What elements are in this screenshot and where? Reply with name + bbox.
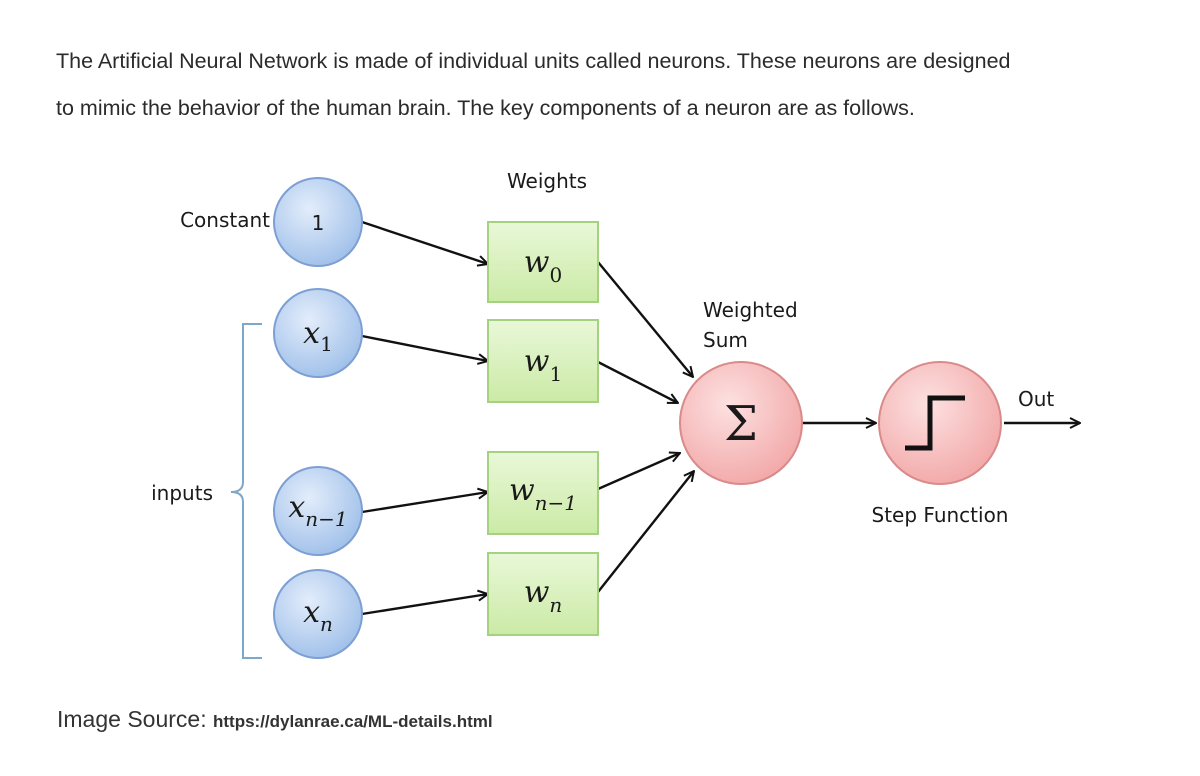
image-source-url[interactable]: https://dylanrae.ca/ML-details.html [212, 712, 493, 731]
arrow-weight-3 [597, 471, 694, 593]
weight-box-wn-minus-1-sub: n−1 [535, 491, 577, 515]
input-node-xn-sub: n [320, 612, 333, 636]
arrow-input-3 [361, 594, 488, 616]
weight-box-w1-sub: 1 [549, 362, 562, 386]
weight-box-wn-var: w [524, 575, 550, 610]
weights-title: Weights [507, 169, 587, 193]
weighted-sum-node: Σ [679, 361, 803, 485]
weight-box-w1-var: w [524, 344, 550, 379]
input-node-xn-var: x [303, 595, 320, 630]
input-node-constant: 1 [273, 177, 363, 267]
arrow-input-0 [361, 220, 488, 264]
intro-line-1: The Artificial Neural Network is made of… [56, 49, 1011, 73]
input-node-xn-minus-1-sub: n−1 [305, 507, 347, 531]
weight-box-w0: w0 [487, 221, 599, 303]
svg-text:xn−1: xn−1 [288, 490, 347, 531]
step-function-label: Step Function [872, 503, 1009, 527]
input-node-constant-value: 1 [312, 211, 325, 235]
svg-text:wn: wn [524, 575, 563, 617]
weight-box-wn-minus-1: wn−1 [487, 451, 599, 535]
image-source-prefix: Image Source: [57, 706, 207, 732]
weight-box-w0-sub: 0 [549, 263, 562, 287]
input-node-x1-var: x [303, 316, 320, 351]
weight-box-wn-sub: n [549, 593, 562, 617]
weighted-sum-label-1: Weighted [703, 298, 798, 322]
inputs-bracket [230, 323, 262, 659]
svg-text:w1: w1 [524, 344, 562, 386]
arrow-weight-0 [597, 261, 693, 377]
sigma-symbol: Σ [724, 396, 758, 452]
constant-label: Constant [180, 208, 270, 232]
input-node-x1-sub: 1 [320, 332, 333, 356]
input-node-xn-minus-1: xn−1 [273, 466, 363, 556]
step-function-node [878, 361, 1002, 485]
image-source: Image Source: https://dylanrae.ca/ML-det… [57, 706, 493, 733]
arrow-weight-1 [597, 360, 678, 405]
svg-text:x1: x1 [303, 316, 333, 356]
svg-text:w0: w0 [524, 245, 562, 287]
arrow-weight-2 [597, 453, 680, 491]
inputs-label: inputs [151, 481, 213, 505]
out-label: Out [1018, 387, 1054, 411]
input-node-xn-minus-1-var: x [288, 490, 305, 525]
arrow-input-2 [361, 492, 488, 514]
weight-box-wn: wn [487, 552, 599, 636]
arrow-input-1 [361, 334, 488, 361]
weight-box-wn-minus-1-var: w [509, 473, 535, 508]
step-function-icon [905, 395, 965, 451]
intro-paragraph: The Artificial Neural Network is made of… [56, 38, 1186, 132]
weight-box-w1: w1 [487, 319, 599, 403]
weight-box-w0-var: w [524, 245, 550, 280]
svg-text:xn: xn [303, 595, 333, 636]
weighted-sum-label-2: Sum [703, 328, 748, 352]
input-node-x1: x1 [273, 288, 363, 378]
intro-line-2: to mimic the behavior of the human brain… [56, 96, 915, 120]
input-node-xn: xn [273, 569, 363, 659]
svg-text:wn−1: wn−1 [509, 473, 577, 515]
